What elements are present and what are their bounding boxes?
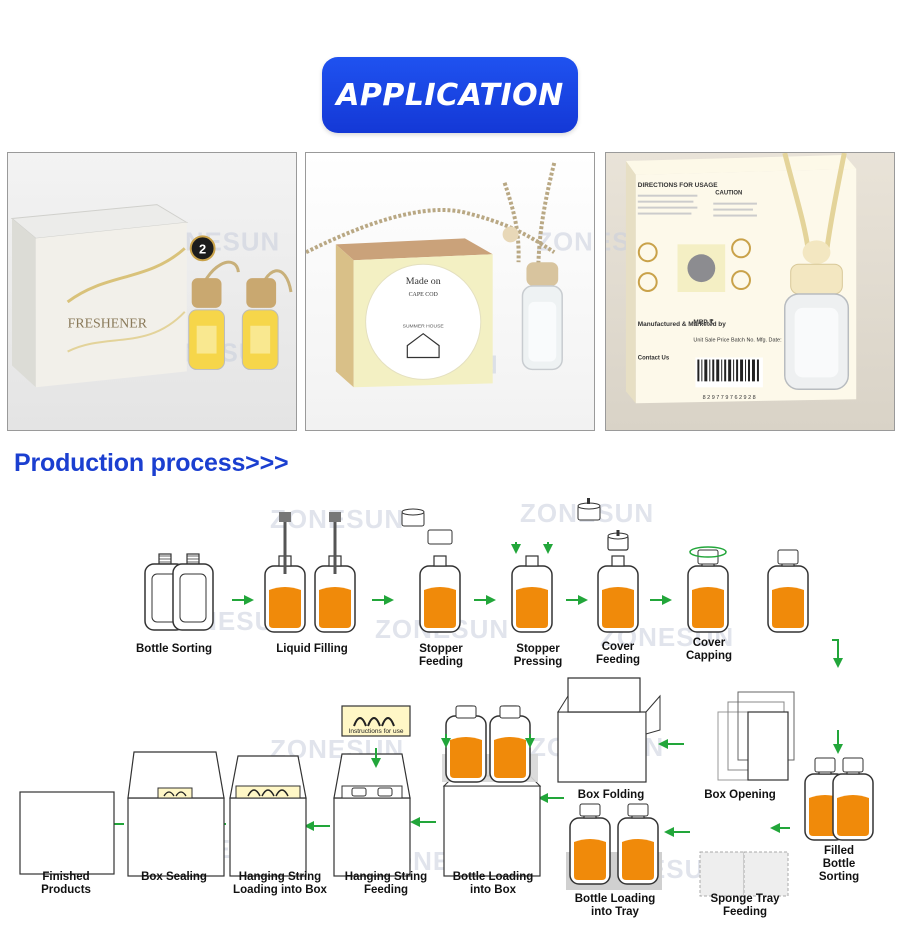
step-hanging-string-loading	[229, 755, 307, 877]
step-box-opening	[717, 691, 795, 781]
label-liquid-filling: Liquid Filling	[276, 643, 348, 655]
step-stopper-feeding	[401, 508, 461, 633]
barcode: 8 2 9 7 7 9 7 6 2 9 2 8	[695, 357, 763, 401]
step-cover-capping	[687, 546, 729, 633]
label-summer-house: SUMMER HOUSE	[403, 324, 445, 330]
production-process-diagram: ZONESUN ZONESUN ZONESUN ZONESUN ZONESUN …	[0, 490, 900, 933]
label-bottle-loading-into-tray: Bottle Loading into Tray	[574, 893, 656, 918]
process-illustration: ZONESUN ZONESUN ZONESUN ZONESUN ZONESUN …	[19, 498, 874, 897]
label-stopper-feeding: Stopper Feeding	[418, 643, 464, 668]
directions-box-illustration: ZONESUN ZONESUN DIRECTIONS FOR USAGE CAU…	[606, 153, 857, 404]
label-made-on: Made on	[406, 276, 441, 287]
label-filled-bottle-sorting: Filled Bottle Sorting	[818, 845, 860, 883]
label-finished-products: Finished Products	[41, 871, 91, 896]
freshener-box-illustration: ZONESUN ZONESUN FRESHENER 2	[10, 204, 293, 388]
step-box-sealing	[127, 751, 225, 877]
product-photo-cape-cod-box: ZONESUN ZONESUN Made on CAPE COD SUMMER …	[305, 152, 595, 431]
label-bottle-sorting: Bottle Sorting	[135, 643, 213, 655]
instructions-text: Instructions for use	[349, 728, 404, 735]
flow-arrow	[832, 639, 843, 668]
label-box-opening: Box Opening	[704, 789, 776, 801]
label-stopper-pressing: Stopper Pressing	[513, 643, 563, 668]
step-liquid-filling	[264, 512, 356, 633]
label-hanging-string-feeding: Hanging String Feeding	[344, 871, 428, 896]
step-bottle-loading-into-tray	[566, 803, 662, 890]
step-bottle-sorting	[144, 553, 214, 631]
barcode-number: 8 2 9 7 7 9 7 6 2 9 2 8	[703, 395, 756, 401]
step-bottle-loading-into-box	[441, 705, 542, 877]
step-capped-bottle	[767, 549, 809, 633]
step-sponge-tray-feeding	[699, 851, 789, 897]
label-box-sealing: Box Sealing	[141, 871, 207, 883]
step-hanging-string-feeding	[333, 748, 411, 877]
mrp-label: MRP ₹	[693, 319, 713, 326]
step-filled-bottle-sorting	[804, 757, 874, 841]
step-finished-products	[19, 791, 115, 875]
contact-label: Contact Us	[638, 356, 670, 362]
product-photo-freshener-box: ZONESUN ZONESUN FRESHENER 2	[7, 152, 297, 431]
label-sponge-tray-feeding: Sponge Tray Feeding	[710, 893, 780, 918]
application-badge: APPLICATION	[322, 57, 578, 133]
label-box-folding: Box Folding	[577, 789, 645, 801]
unit-price-label: Unit Sale Price Batch No. Mfg. Date:	[693, 338, 782, 344]
production-process-title: Production process>>>	[14, 449, 289, 477]
box-badge-number: 2	[199, 241, 206, 256]
step-cover-feeding	[577, 498, 639, 633]
label-cover-feeding: Cover Feeding	[595, 641, 641, 666]
box-brand-text: FRESHENER	[68, 317, 148, 332]
manufactured-label: Manufactured & Marketed by	[638, 321, 726, 328]
application-label: APPLICATION	[336, 77, 564, 113]
label-hanging-string-loading: Hanging String Loading into Box	[233, 871, 327, 896]
label-cape-cod: CAPE COD	[409, 292, 439, 298]
step-stopper-pressing	[511, 542, 553, 633]
product-photo-box-directions: ZONESUN ZONESUN DIRECTIONS FOR USAGE CAU…	[605, 152, 895, 431]
label-bottle-loading-into-box: Bottle Loading into Box	[452, 871, 534, 896]
watermark: ZONESUN	[536, 228, 594, 256]
caution-title: CAUTION	[715, 191, 742, 197]
label-cover-capping: Cover Capping	[686, 637, 732, 662]
step-box-folding	[557, 677, 661, 783]
directions-title: DIRECTIONS FOR USAGE	[638, 182, 718, 189]
instructions-card: Instructions for use	[341, 705, 411, 737]
cape-cod-illustration: ZONESUN ZONESUN Made on CAPE COD SUMMER …	[306, 162, 594, 388]
